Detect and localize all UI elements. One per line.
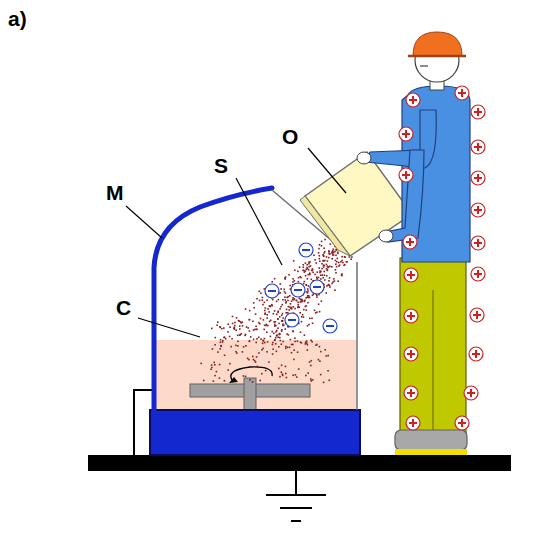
positive-charge bbox=[464, 386, 478, 400]
positive-charge bbox=[470, 308, 484, 322]
worker bbox=[357, 32, 470, 455]
positive-charge bbox=[404, 386, 418, 400]
positive-charge bbox=[455, 86, 469, 100]
negative-charge bbox=[299, 243, 313, 257]
positive-charge bbox=[403, 235, 417, 249]
positive-charge bbox=[404, 347, 418, 361]
negative-charge bbox=[310, 280, 324, 294]
positive-charge bbox=[399, 168, 413, 182]
positive-charge bbox=[471, 171, 485, 185]
mixer-housing bbox=[154, 188, 272, 410]
positive-charge bbox=[471, 203, 485, 217]
figure-label: a) bbox=[8, 8, 27, 29]
leader-lines bbox=[126, 148, 346, 337]
positive-charge bbox=[406, 93, 420, 107]
bucket-rim bbox=[300, 196, 350, 256]
part-letter: O bbox=[282, 126, 298, 147]
negative-charge bbox=[291, 283, 305, 297]
mixer-contents bbox=[154, 340, 356, 412]
positive-charge bbox=[471, 236, 485, 250]
housing-wall bbox=[356, 262, 358, 410]
part-letter: C bbox=[116, 297, 131, 318]
negative-charge bbox=[285, 313, 299, 327]
part-letter: M bbox=[106, 182, 124, 203]
positive-charge bbox=[406, 416, 420, 430]
positive-charge bbox=[471, 140, 485, 154]
negative-charge bbox=[323, 319, 337, 333]
mixer-base bbox=[150, 410, 360, 455]
part-letter: S bbox=[214, 155, 228, 176]
positive-charge bbox=[471, 267, 485, 281]
earth-symbol bbox=[266, 471, 326, 521]
positive-charge bbox=[471, 105, 485, 119]
negative-charge bbox=[265, 284, 279, 298]
positive-charge bbox=[404, 268, 418, 282]
positive-charge bbox=[469, 347, 483, 361]
mixer-blade bbox=[190, 367, 310, 410]
positive-charge bbox=[399, 127, 413, 141]
ground-plate bbox=[88, 455, 511, 471]
positive-charge bbox=[455, 416, 469, 430]
positive-charge bbox=[404, 309, 418, 323]
